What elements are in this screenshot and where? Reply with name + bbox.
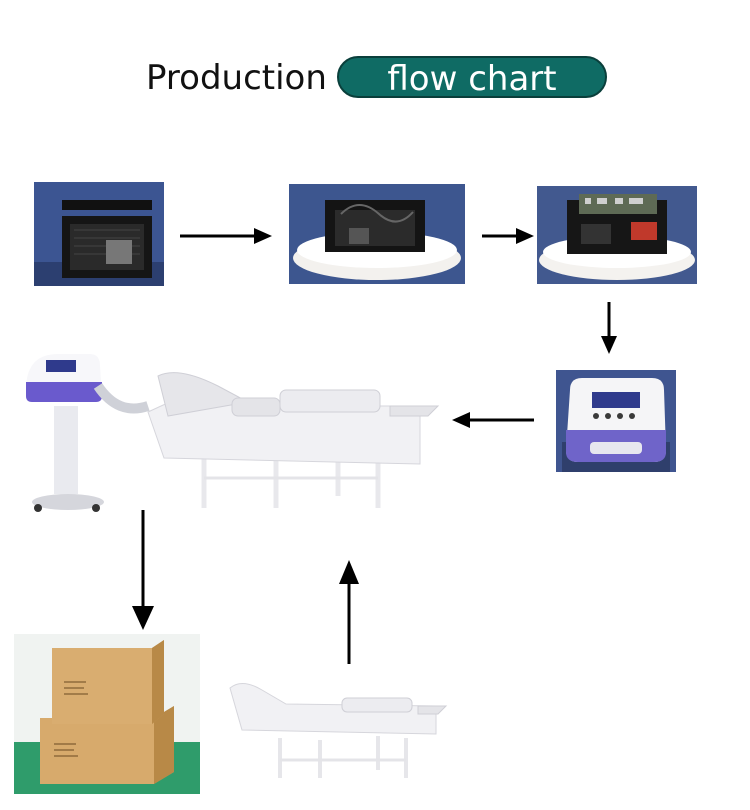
photo-suit-on-bed [222,674,448,782]
arrow-up-1 [339,560,359,664]
arrow-right-2 [482,228,534,244]
photo-frame-on-base [289,184,465,284]
title-word: Production [146,58,327,98]
photo-packed-boxes [14,634,200,794]
arrow-left-1 [452,412,534,428]
arrow-right-1 [180,228,272,244]
title-pill: flow chart [337,56,607,99]
arrow-down-1 [601,302,617,354]
photo-finished-control-unit [556,370,676,472]
arrow-down-2 [132,510,154,630]
photo-metal-frame [34,182,164,286]
photo-machine-with-suit [18,346,444,522]
photo-circuit-board-installed [537,186,697,284]
